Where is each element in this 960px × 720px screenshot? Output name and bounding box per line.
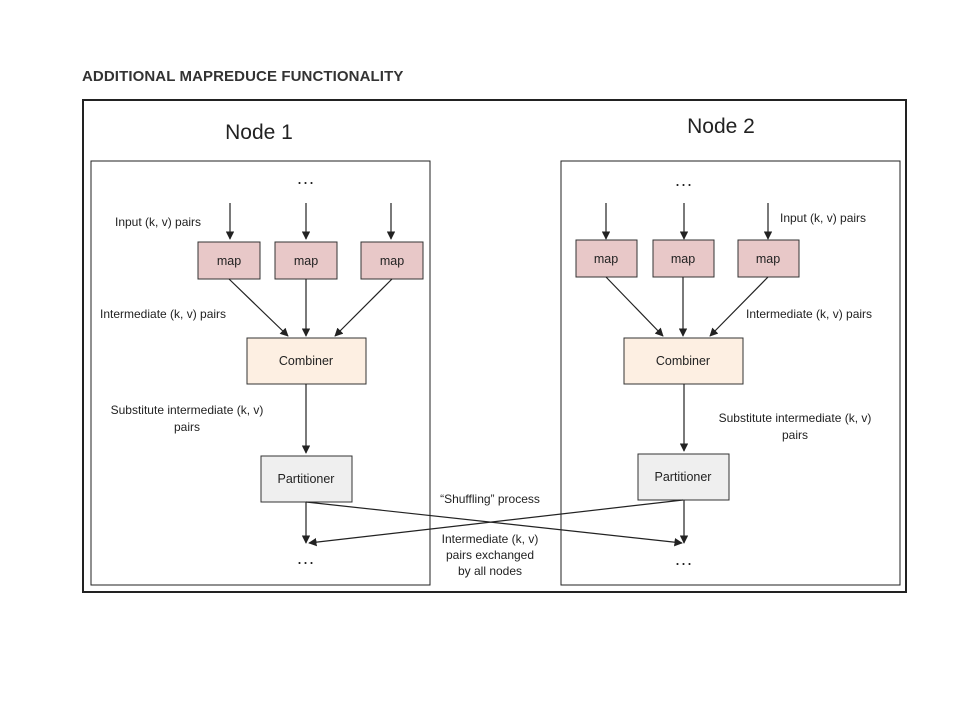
node-2-map-2-label: map [671, 252, 695, 266]
node-2-bottom-ellipsis: ... [675, 549, 693, 569]
node-2-map-2: map [652, 239, 715, 278]
shuffle-exchange-label-line-1: Intermediate (k, v) [442, 532, 539, 546]
node-1-map-1: map [197, 241, 261, 280]
node-1-substitute-label-line-1: Substitute intermediate (k, v) [111, 403, 264, 417]
node-1: Node 1 ... Input (k, v) pairs map map ma… [90, 121, 431, 586]
shuffle-arrow-node2-to-node1 [308, 499, 684, 547]
node-1-map-3: map [360, 241, 424, 280]
node-2-combiner: Combiner [623, 337, 744, 385]
node-1-map-1-label: map [217, 254, 241, 268]
node-2-combiner-label: Combiner [656, 354, 710, 368]
node-2-intermediate-label: Intermediate (k, v) pairs [746, 307, 872, 321]
node-1-substitute-label-line-2: pairs [174, 420, 200, 434]
diagram-heading: ADDITIONAL MAPREDUCE FUNCTIONALITY [82, 68, 404, 85]
shuffle-arrow-node1-to-node2 [305, 501, 683, 547]
node-1-combiner: Combiner [246, 337, 367, 385]
node-1-map-3-label: map [380, 254, 404, 268]
shuffle-exchange-label-line-2: pairs exchanged [446, 548, 534, 562]
node-2-top-ellipsis: ... [675, 170, 693, 190]
node-1-bottom-ellipsis: ... [297, 548, 315, 568]
node-2-title: Node 2 [687, 115, 755, 138]
node-1-intermediate-label: Intermediate (k, v) pairs [100, 307, 226, 321]
node-1-map-arrow-3 [334, 278, 393, 337]
shuffle-exchange: “Shuffling” process Intermediate (k, v) … [305, 492, 684, 578]
shuffle-exchange-label-line-3: by all nodes [458, 564, 522, 578]
node-1-top-ellipsis: ... [297, 168, 315, 188]
node-2-map-arrow-3 [709, 276, 769, 337]
node-1-input-label: Input (k, v) pairs [115, 215, 201, 229]
shuffle-process-label: “Shuffling” process [440, 492, 540, 506]
node-1-map-2-label: map [294, 254, 318, 268]
node-1-title: Node 1 [225, 121, 293, 144]
node-2-map-3-label: map [756, 252, 780, 266]
node-2-map-1-label: map [594, 252, 618, 266]
node-2-substitute-label-line-2: pairs [782, 428, 808, 442]
node-2-map-arrow-1 [605, 276, 664, 337]
node-1-frame [90, 160, 431, 586]
node-1-partitioner: Partitioner [260, 455, 353, 503]
node-1-map-2: map [274, 241, 338, 280]
node-1-combiner-label: Combiner [279, 354, 333, 368]
node-2-input-label: Input (k, v) pairs [780, 211, 866, 225]
node-1-partitioner-label: Partitioner [278, 472, 335, 486]
node-2-partitioner-label: Partitioner [655, 470, 712, 484]
node-1-map-arrow-1 [228, 278, 289, 337]
node-2-map-1: map [575, 239, 638, 278]
node-2-map-3: map [737, 239, 800, 278]
node-2-partitioner: Partitioner [637, 453, 730, 501]
node-2-frame [560, 160, 901, 586]
outer-frame [82, 99, 907, 593]
node-2: Node 2 ... Input (k, v) pairs map map ma… [560, 115, 901, 586]
node-2-substitute-label-line-1: Substitute intermediate (k, v) [719, 411, 872, 425]
